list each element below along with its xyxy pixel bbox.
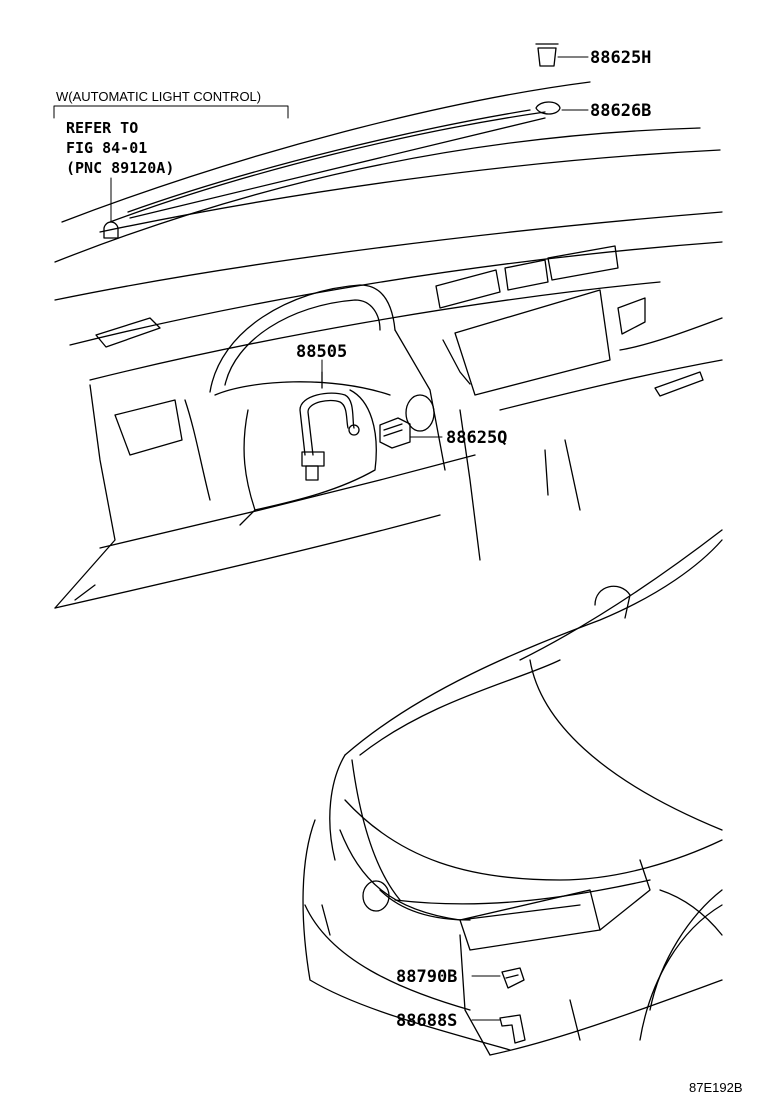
condition-label: W(AUTOMATIC LIGHT CONTROL): [56, 89, 261, 104]
note-line-1: REFER TO: [66, 119, 138, 137]
leader-lines: [53, 56, 589, 1021]
callout-88626B[interactable]: 88626B: [590, 101, 651, 121]
callout-88625H[interactable]: 88625H: [590, 48, 651, 68]
callout-88625Q[interactable]: 88625Q: [446, 428, 507, 448]
dashboard-illustration: [54, 43, 723, 609]
connector-88625Q: [379, 417, 411, 449]
note-line-3: (PNC 89120A): [66, 159, 174, 177]
diagram-code: 87E192B: [689, 1080, 743, 1095]
callout-88790B[interactable]: 88790B: [396, 967, 457, 987]
callout-88505[interactable]: 88505: [296, 342, 347, 362]
car-front-illustration: [302, 529, 723, 1056]
note-line-2: FIG 84-01: [66, 139, 147, 157]
callout-88688S[interactable]: 88688S: [396, 1011, 457, 1031]
wire-harness-88505: [299, 371, 360, 481]
